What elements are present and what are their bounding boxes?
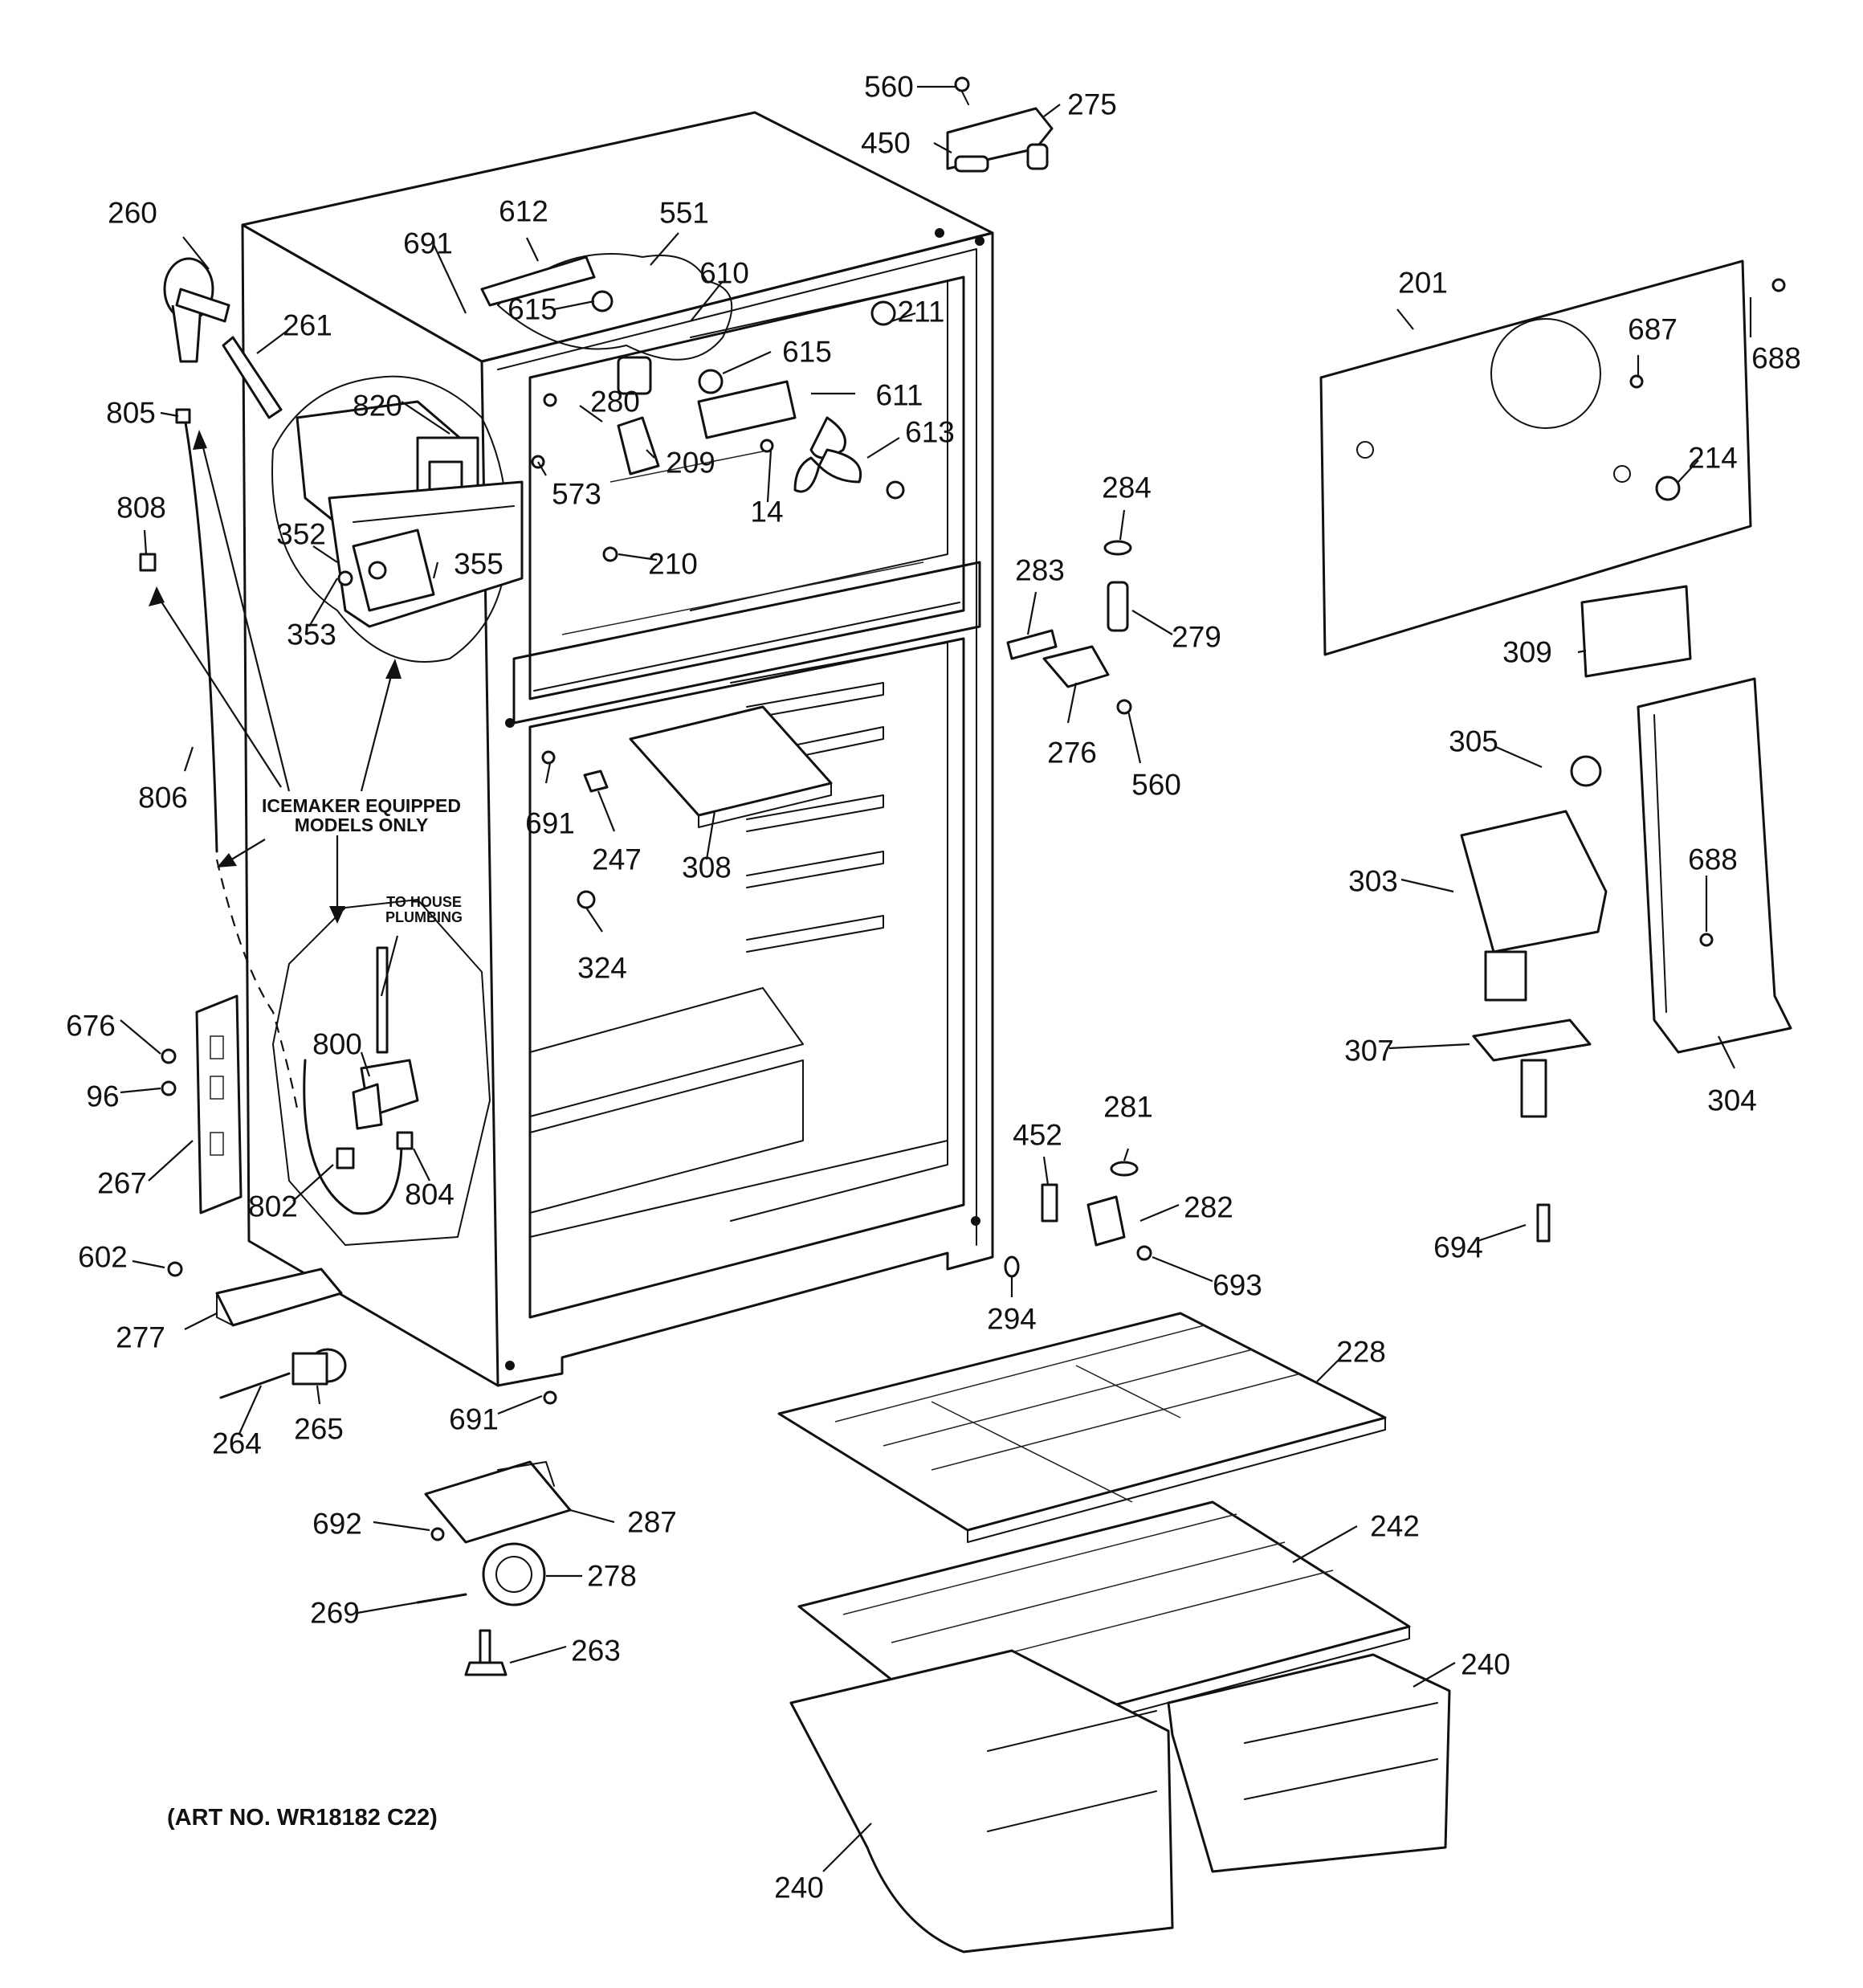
plumbing-callout-drawing <box>272 899 491 1246</box>
fill-cup-drawing <box>163 257 283 419</box>
side-bracket-drawing <box>161 994 243 1214</box>
top-hinge-drawing <box>946 76 1054 173</box>
water-line-drawing <box>139 408 299 1109</box>
control-housing-drawing <box>1460 677 1792 1243</box>
bottom-parts-drawing <box>167 1261 572 1676</box>
freezer-cover-drawing <box>1319 259 1786 678</box>
door-hardware-drawing <box>1004 540 1152 1278</box>
leader-lines <box>120 85 1752 1872</box>
wire-shelf-drawing <box>777 1312 1387 1543</box>
cabinet-drawing <box>241 111 994 1387</box>
evaporator-fan-drawing <box>480 255 905 562</box>
icemaker-drawing <box>296 400 524 628</box>
icemaker-note-arrows <box>149 430 402 997</box>
crisper-drawers-drawing <box>789 1649 1451 1953</box>
fresh-food-small-parts-drawing <box>541 705 833 909</box>
